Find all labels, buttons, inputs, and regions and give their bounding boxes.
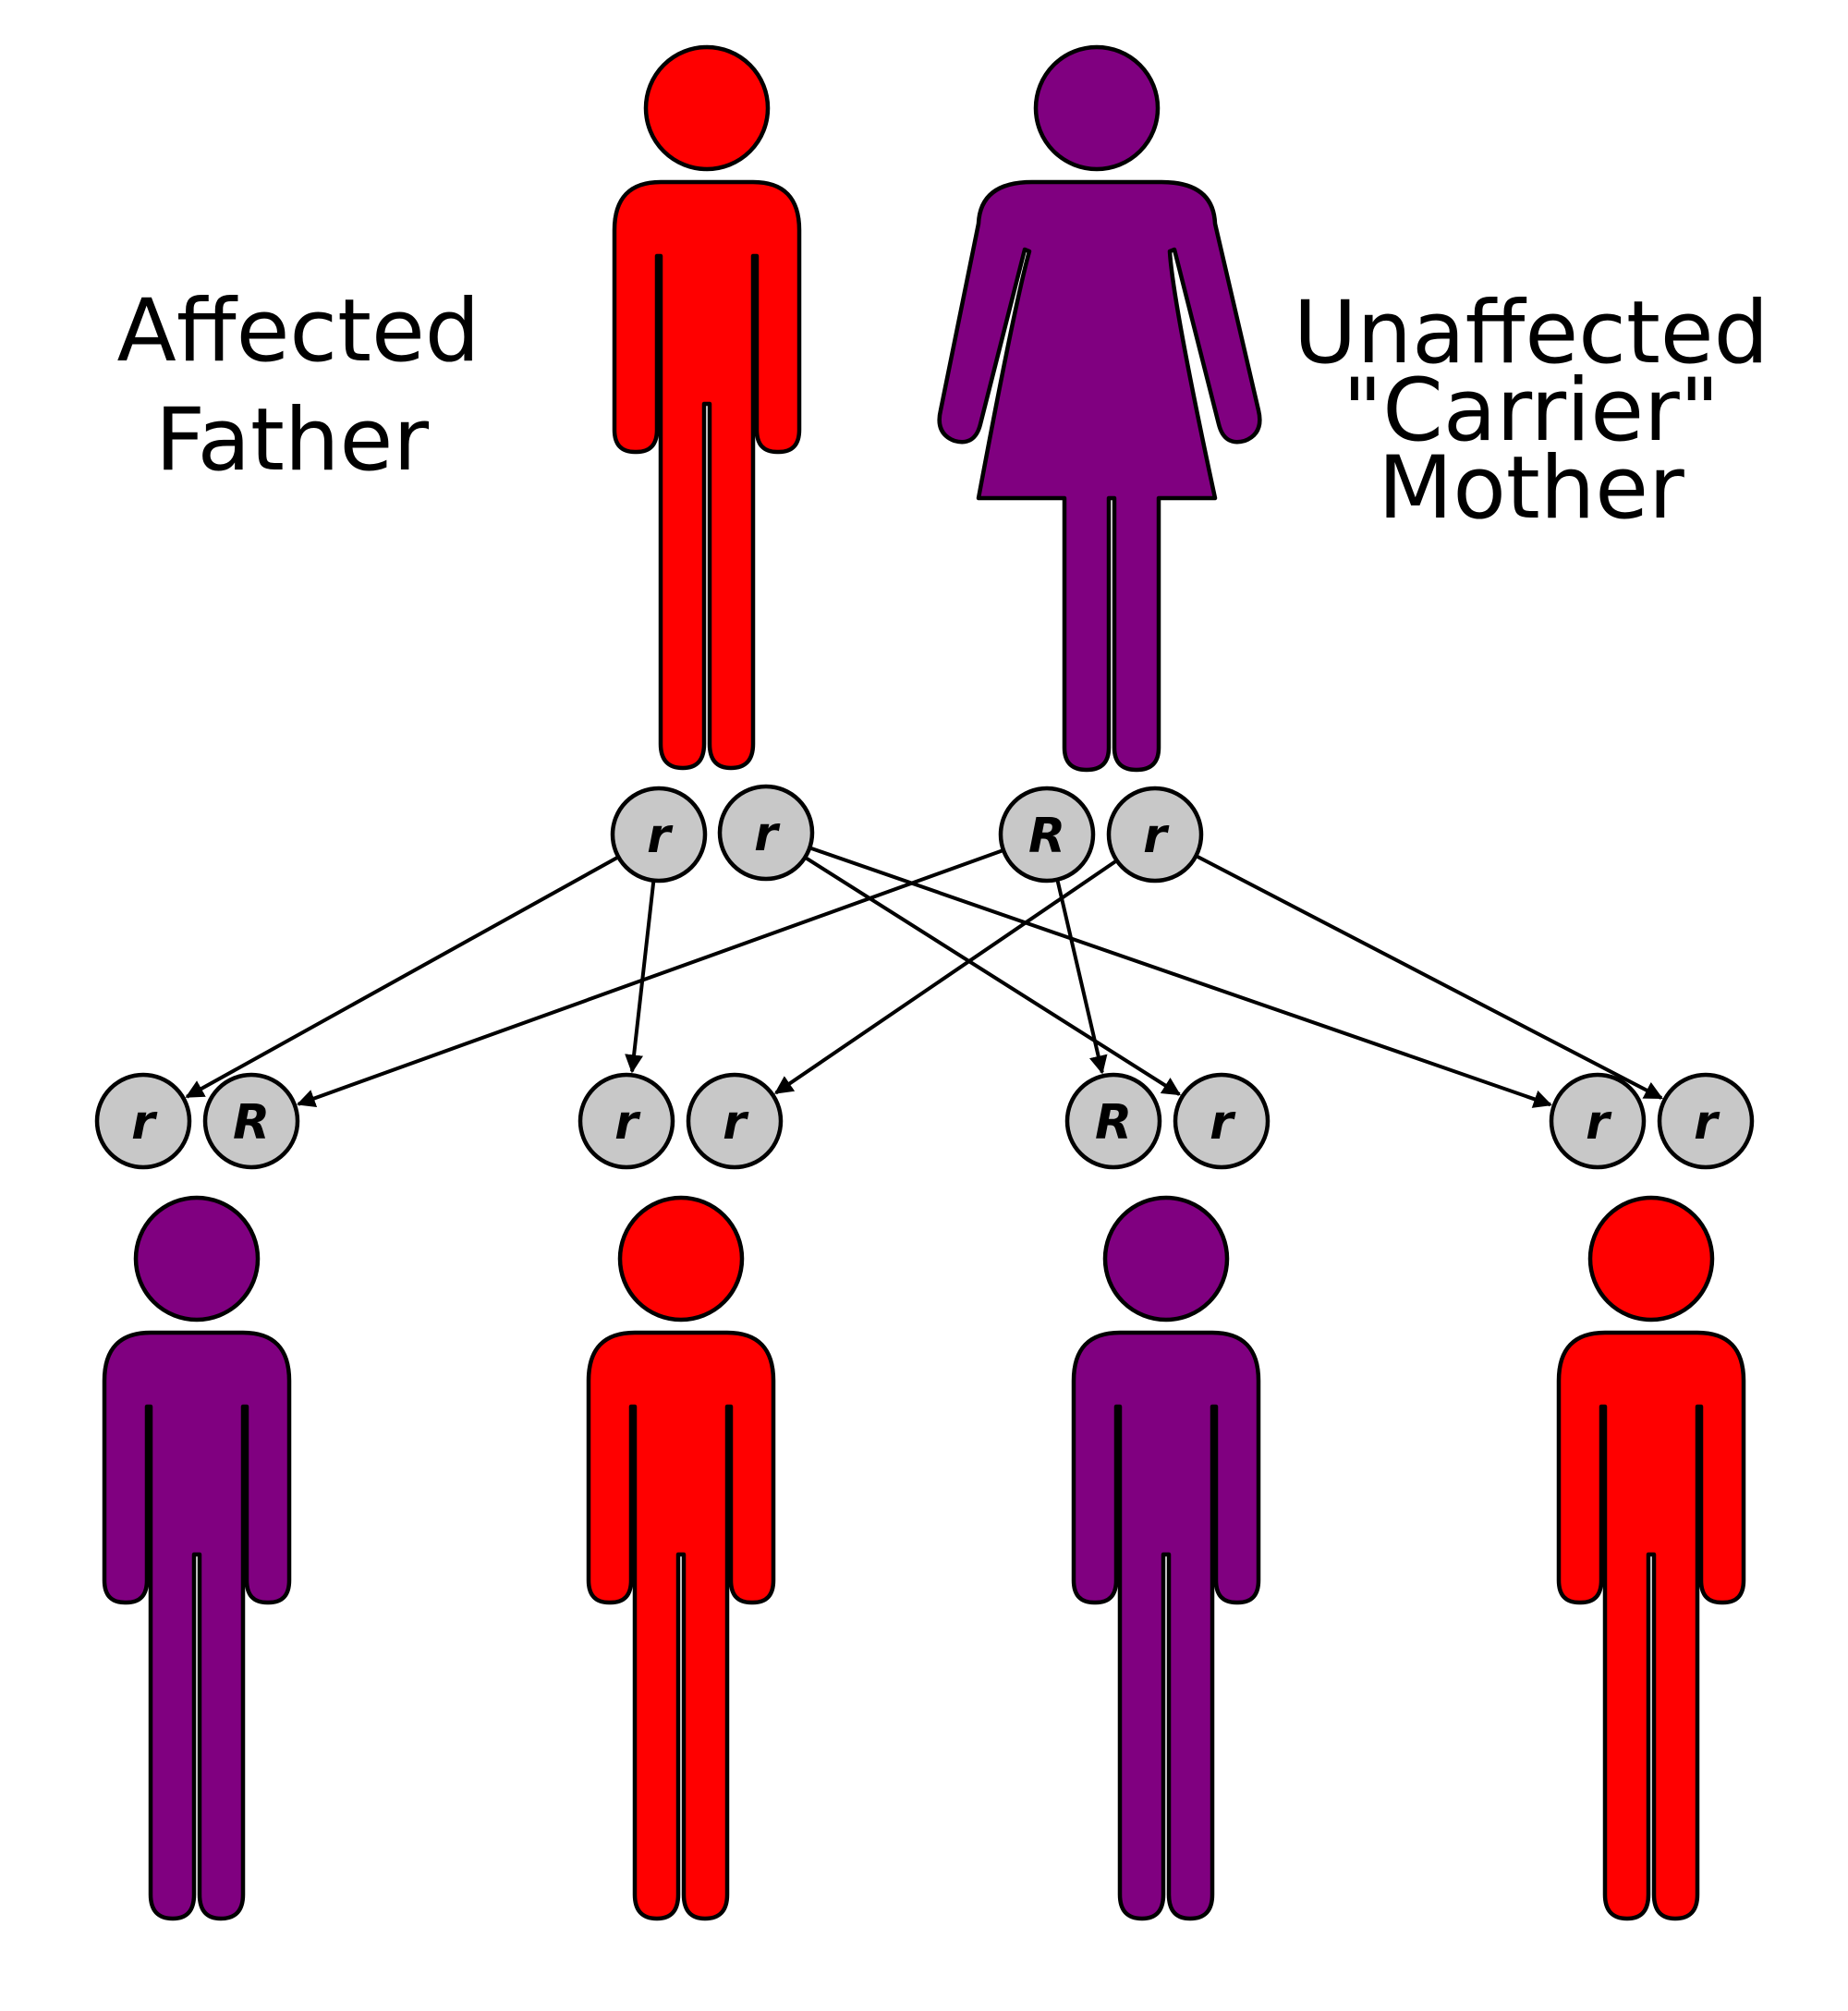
inheritance-arrow-7: [773, 859, 1117, 1095]
mother-allele-1-circle: [998, 786, 1096, 884]
child-4-allele-2: r: [1657, 1072, 1755, 1170]
parent-labels: Affected Father Unaffected "Carrier" Mot…: [117, 281, 1769, 539]
father-figure: [612, 44, 802, 771]
child-2-allele-1-circle: [578, 1072, 675, 1170]
child-1-allele-1-circle: [94, 1072, 192, 1170]
child-1-allele-2-symbol: R: [233, 1095, 270, 1151]
child-3-figure: [1071, 1195, 1261, 1921]
mother-figure-body: [937, 179, 1262, 773]
father-allele-1-symbol: r: [647, 809, 674, 864]
child-4-figure-body: [1556, 1330, 1746, 1921]
mother-label-line-2: "Carrier": [1343, 360, 1720, 461]
father-figure-head: [643, 44, 771, 172]
child-2-allele-1-symbol: r: [614, 1095, 641, 1151]
child-2-allele-1: r: [578, 1072, 675, 1170]
mother-label-line-1: Unaffected: [1294, 283, 1769, 384]
child-3-figure-head: [1102, 1195, 1230, 1322]
mother-allele-2-symbol: r: [1143, 809, 1170, 864]
child-1-figure-head: [133, 1195, 261, 1322]
child-1-figure-body: [102, 1330, 292, 1921]
child-3-allele-2-symbol: r: [1210, 1095, 1236, 1151]
child-2-figure: [586, 1195, 776, 1921]
child-1-allele-2-circle: [202, 1072, 300, 1170]
inheritance-arrow-8: [1197, 855, 1663, 1100]
child-3-allele-1-symbol: R: [1095, 1095, 1132, 1151]
child-3-allele-2-circle: [1173, 1072, 1270, 1170]
father-label-line-2: Father: [155, 390, 429, 491]
child-1-figure: [102, 1195, 292, 1921]
father-allele-2-circle: [717, 784, 815, 882]
child-4-allele-2-circle: [1657, 1072, 1755, 1170]
child-3-allele-2: r: [1173, 1072, 1270, 1170]
child-2-allele-2-circle: [686, 1072, 784, 1170]
father-label-line-1: Affected: [117, 281, 480, 382]
child-4-allele-1: r: [1549, 1072, 1647, 1170]
mother-allele-2: r: [1106, 786, 1204, 884]
child-4-figure: [1556, 1195, 1746, 1921]
mother-figure: [937, 44, 1262, 773]
father-allele-1-circle: [610, 786, 708, 884]
father-figure-body: [612, 179, 802, 771]
child-1-allele-1-symbol: r: [131, 1095, 158, 1151]
mother-figure-head: [1033, 44, 1161, 172]
father-allele-1: r: [610, 786, 708, 884]
child-4-allele-1-symbol: r: [1586, 1095, 1612, 1151]
inheritance-arrows: [185, 847, 1663, 1108]
mother-label-line-3: Mother: [1378, 438, 1684, 539]
father-allele-2-symbol: r: [754, 807, 781, 862]
inheritance-arrow-6: [1055, 881, 1108, 1075]
inheritance-arrow-3: [805, 857, 1182, 1096]
mother-allele-1: R: [998, 786, 1096, 884]
child-2-figure-body: [586, 1330, 776, 1921]
child-1-allele-2: R: [202, 1072, 300, 1170]
child-4-allele-2-symbol: r: [1694, 1095, 1720, 1151]
father-allele-2: r: [717, 784, 815, 882]
child-4-figure-head: [1587, 1195, 1715, 1322]
child-3-figure-body: [1071, 1330, 1261, 1921]
inheritance-arrow-2: [625, 882, 656, 1074]
mother-allele-2-circle: [1106, 786, 1204, 884]
child-2-allele-2-symbol: r: [723, 1095, 749, 1151]
child-2-allele-2: r: [686, 1072, 784, 1170]
child-4-allele-1-circle: [1549, 1072, 1647, 1170]
inheritance-arrow-5: [296, 848, 1003, 1108]
people-figures: [102, 44, 1746, 1921]
mother-allele-1-symbol: R: [1028, 809, 1065, 864]
inheritance-arrow-1: [185, 856, 618, 1099]
child-1-allele-1: r: [94, 1072, 192, 1170]
inheritance-arrow-4: [810, 847, 1552, 1108]
child-2-figure-head: [617, 1195, 745, 1322]
child-3-allele-1-circle: [1064, 1072, 1162, 1170]
child-3-allele-1: R: [1064, 1072, 1162, 1170]
